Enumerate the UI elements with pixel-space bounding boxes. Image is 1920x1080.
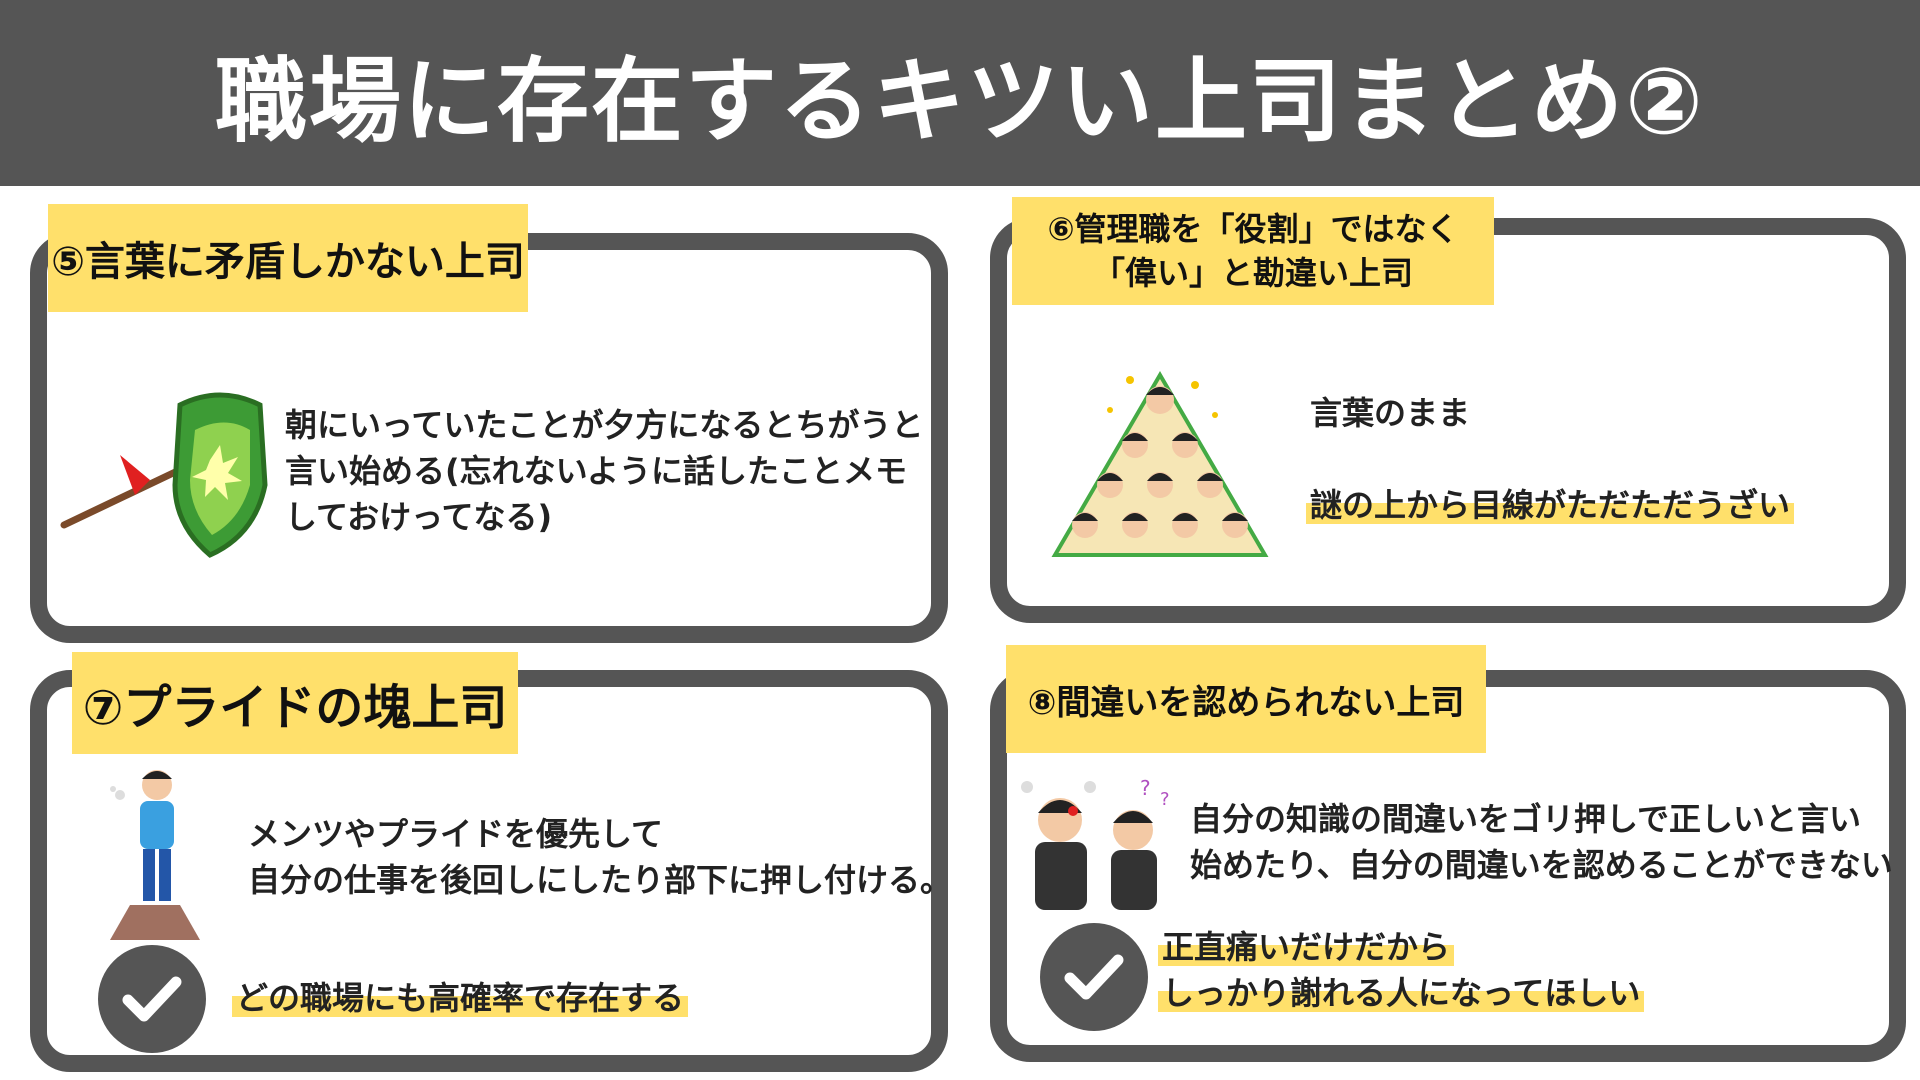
proud-man-illustration — [105, 765, 205, 940]
hierarchy-pyramid-illustration — [1050, 365, 1270, 560]
card-6-line2: 謎の上から目線がただただうざい — [1306, 482, 1795, 528]
text-line: 朝にいっていたことが夕方になるとちがうと — [285, 406, 924, 444]
svg-text:?: ? — [1160, 789, 1170, 810]
checkmark-icon — [1040, 923, 1148, 1031]
text-line: 自分の知識の間違いをゴリ押しで正しいと言い — [1190, 800, 1862, 838]
checkmark-icon — [98, 945, 206, 1053]
text-line: メンツやプライドを優先して — [248, 815, 664, 853]
highlighted-text: しっかり謝れる人になってほしい — [1158, 974, 1645, 1012]
highlighted-text: 謎の上から目線がただただうざい — [1306, 486, 1795, 524]
text-line: しておけってなる) — [285, 498, 553, 536]
page-title: 職場に存在するキツい上司まとめ② — [215, 47, 1705, 155]
highlighted-text: 正直痛いだけだから — [1158, 928, 1455, 966]
text-line: 自分の仕事を後回しにしたり部下に押し付ける。 — [248, 861, 953, 899]
card-5-tag: ⑤言葉に矛盾しかない上司 — [48, 204, 528, 312]
svg-text:?: ? — [1140, 776, 1151, 800]
card-7-check-text: どの職場にも高確率で存在する — [232, 975, 689, 1021]
card-8-check-text: 正直痛いだけだから しっかり謝れる人になってほしい — [1158, 924, 1645, 1016]
header-bar: 職場に存在するキツい上司まとめ② — [0, 0, 1920, 186]
tag-line: ⑥管理職を「役割」ではなく — [1047, 210, 1459, 248]
text-line: 始めたり、自分の間違いを認めることができない — [1190, 846, 1893, 884]
card-7-text: メンツやプライドを優先して 自分の仕事を後回しにしたり部下に押し付ける。 — [248, 811, 952, 903]
card-6-tag: ⑥管理職を「役割」ではなく 「偉い」と勘違い上司 — [1012, 197, 1494, 305]
text-line: 言い始める(忘れないように話したことメモ — [285, 452, 907, 490]
arguing-men-illustration: ? ? — [1015, 775, 1185, 910]
card-7-tag: ⑦プライドの塊上司 — [72, 652, 518, 754]
card-8-text: 自分の知識の間違いをゴリ押しで正しいと言い 始めたり、自分の間違いを認めることが… — [1190, 796, 1893, 888]
tag-line: 「偉い」と勘違い上司 — [1092, 254, 1413, 292]
card-5-text: 朝にいっていたことが夕方になるとちがうと 言い始める(忘れないように話したことメ… — [285, 402, 923, 540]
card-6-line1: 言葉のまま — [1310, 394, 1471, 432]
card-8-tag: ⑧間違いを認められない上司 — [1006, 645, 1486, 753]
highlighted-text: どの職場にも高確率で存在する — [232, 979, 689, 1017]
shield-spear-illustration — [60, 385, 280, 565]
